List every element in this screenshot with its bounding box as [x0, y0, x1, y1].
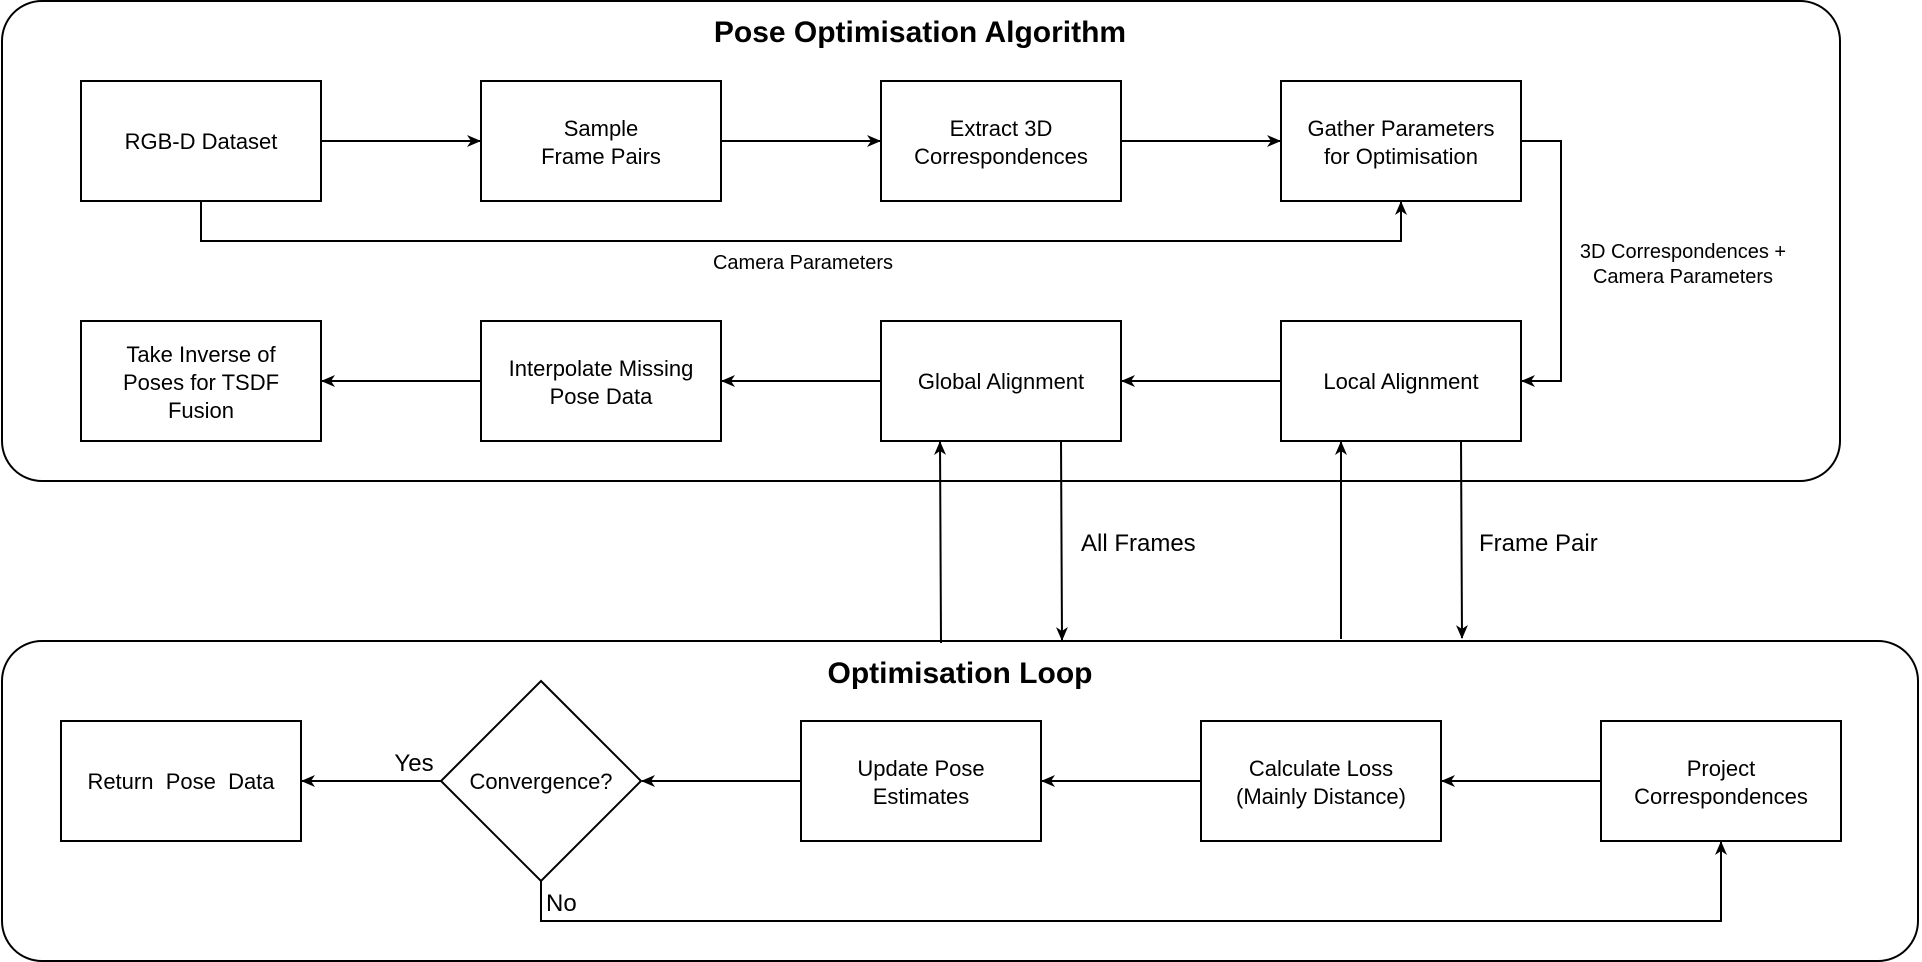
svg-text:Take Inverse of: Take Inverse of — [126, 342, 276, 367]
svg-text:Poses for TSDF: Poses for TSDF — [123, 370, 279, 395]
svg-text:Pose Data: Pose Data — [550, 384, 653, 409]
edge-convergence-no — [540, 841, 1727, 922]
node-sample-frame-pairs: Sample Frame Pairs — [480, 80, 722, 202]
edge-label-corr-line1: 3D Correspondences + — [1580, 241, 1786, 263]
edge-label-all-frames: All Frames — [1081, 530, 1196, 557]
edge-label-camera-parameters: Camera Parameters — [713, 252, 893, 274]
edge-rgbd-to-gather-camera — [200, 201, 1407, 242]
node-interpolate-missing: Interpolate Missing Pose Data — [480, 320, 722, 442]
edge-gather-to-local — [1521, 140, 1562, 387]
svg-text:Sample: Sample — [564, 116, 639, 141]
node-rgbd-dataset: RGB-D Dataset — [80, 80, 322, 202]
svg-text:Calculate Loss: Calculate Loss — [1249, 756, 1393, 781]
node-return-pose-data: Return Pose Data — [60, 720, 302, 842]
svg-text:Global Alignment: Global Alignment — [918, 369, 1084, 394]
edge-label-yes: Yes — [394, 750, 433, 777]
node-local-alignment: Local Alignment — [1280, 320, 1522, 442]
svg-text:Local Alignment: Local Alignment — [1323, 369, 1478, 394]
node-global-alignment: Global Alignment — [880, 320, 1122, 442]
edge-local-to-loop — [1455, 440, 1468, 639]
svg-text:Gather Parameters: Gather Parameters — [1307, 116, 1494, 141]
svg-text:for Optimisation: for Optimisation — [1324, 144, 1478, 169]
edge-label-no: No — [546, 890, 577, 917]
group-optimisation-loop — [1, 640, 1919, 962]
node-convergence: Convergence? — [439, 679, 643, 883]
svg-text:Correspondences: Correspondences — [914, 144, 1088, 169]
node-gather-parameters: Gather Parameters for Optimisation — [1280, 80, 1522, 202]
edge-loop-to-global — [934, 441, 947, 644]
edge-label-frame-pair: Frame Pair — [1479, 530, 1598, 557]
svg-text:(Mainly Distance): (Mainly Distance) — [1236, 784, 1406, 809]
group-pose-optimisation-algorithm — [1, 0, 1841, 482]
svg-text:Return Pose Data: Return Pose Data — [87, 769, 275, 794]
edge-label-corr-line2: Camera Parameters — [1593, 266, 1773, 288]
node-take-inverse: Take Inverse of Poses for TSDF Fusion — [80, 320, 322, 442]
svg-text:Interpolate Missing: Interpolate Missing — [509, 356, 694, 381]
svg-text:Estimates: Estimates — [873, 784, 970, 809]
svg-text:Correspondences: Correspondences — [1634, 784, 1808, 809]
group-title-bottom: Optimisation Loop — [828, 657, 1093, 690]
node-calculate-loss: Calculate Loss (Mainly Distance) — [1200, 720, 1442, 842]
node-extract-3d-correspondences: Extract 3D Correspondences — [880, 80, 1122, 202]
group-title-top: Pose Optimisation Algorithm — [714, 16, 1126, 49]
edge-global-to-loop — [1055, 440, 1068, 641]
svg-text:RGB-D Dataset: RGB-D Dataset — [125, 129, 278, 154]
svg-text:Project: Project — [1687, 756, 1755, 781]
svg-text:Extract 3D: Extract 3D — [950, 116, 1053, 141]
svg-text:Update Pose: Update Pose — [857, 756, 984, 781]
svg-text:Frame Pairs: Frame Pairs — [541, 144, 661, 169]
node-update-pose-estimates: Update Pose Estimates — [800, 720, 1042, 842]
node-project-correspondences: Project Correspondences — [1600, 720, 1842, 842]
svg-text:Fusion: Fusion — [168, 398, 234, 423]
svg-text:Convergence?: Convergence? — [469, 769, 612, 794]
